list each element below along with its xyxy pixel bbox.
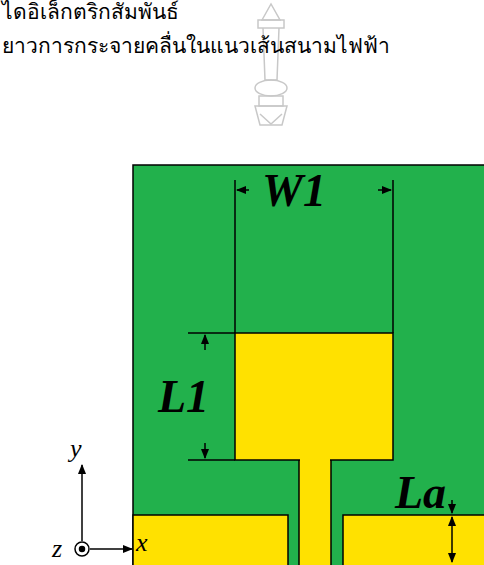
radiating-patch <box>235 333 393 460</box>
ground-plane <box>343 515 484 565</box>
heading-text: ยาวการกระจายคลื่นในแนวเส้นสนามไฟฟ้า <box>2 36 390 57</box>
dimension-label: W1 <box>262 168 326 214</box>
ground-plane <box>133 515 288 565</box>
axis-triad <box>75 465 132 556</box>
feed-line <box>299 458 331 565</box>
dimension-label: L1 <box>158 374 209 420</box>
axis-label: z <box>52 536 62 562</box>
dimension-label: La <box>395 470 446 516</box>
watermark-logo <box>255 4 287 125</box>
axis-label: x <box>136 530 148 556</box>
feed-joint <box>300 455 330 463</box>
substrate <box>133 165 484 565</box>
dimension-la <box>451 500 453 562</box>
axis-label: y <box>70 436 82 462</box>
heading-text: ไดอิเล็กตริกสัมพันธ์ <box>2 2 179 23</box>
